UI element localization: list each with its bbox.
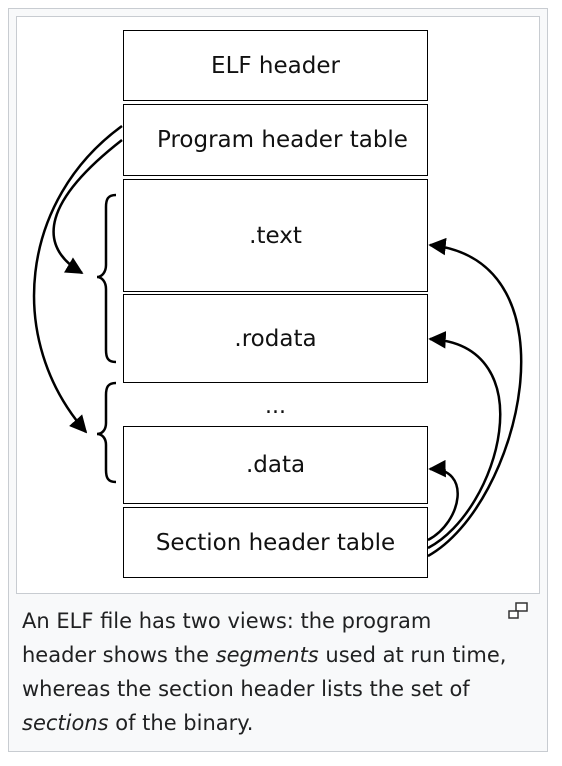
magnify-clip-icon[interactable] bbox=[507, 602, 529, 620]
segment-brace-2 bbox=[96, 381, 117, 484]
section-header-table-block: Section header table bbox=[123, 507, 428, 578]
elf-header-block: ELF header bbox=[123, 30, 428, 101]
ellipsis-label: ... bbox=[265, 393, 286, 419]
data-section-block: .data bbox=[123, 426, 428, 504]
segment-brace-1 bbox=[96, 193, 117, 364]
caption-text-3: of the binary. bbox=[108, 711, 254, 735]
caption-text-1: An ELF file has two views: the program h… bbox=[22, 609, 432, 667]
program-header-arrow-inner bbox=[52, 139, 123, 275]
caption-emphasis-segments: segments bbox=[215, 643, 319, 667]
caption-emphasis-sections: sections bbox=[22, 711, 109, 735]
figure-caption: An ELF file has two views: the program h… bbox=[22, 604, 510, 740]
program-header-table-block: Program header table bbox=[123, 104, 428, 176]
text-section-block: .text bbox=[123, 179, 428, 292]
rodata-section-block: .rodata bbox=[123, 294, 428, 383]
section-header-arrow-rodata bbox=[427, 331, 502, 550]
section-header-arrow-text bbox=[427, 237, 523, 558]
program-header-arrow-outer bbox=[32, 124, 123, 434]
section-header-arrow-data bbox=[427, 459, 459, 542]
caption-text-2: used at run time, whereas the section he… bbox=[22, 643, 507, 701]
